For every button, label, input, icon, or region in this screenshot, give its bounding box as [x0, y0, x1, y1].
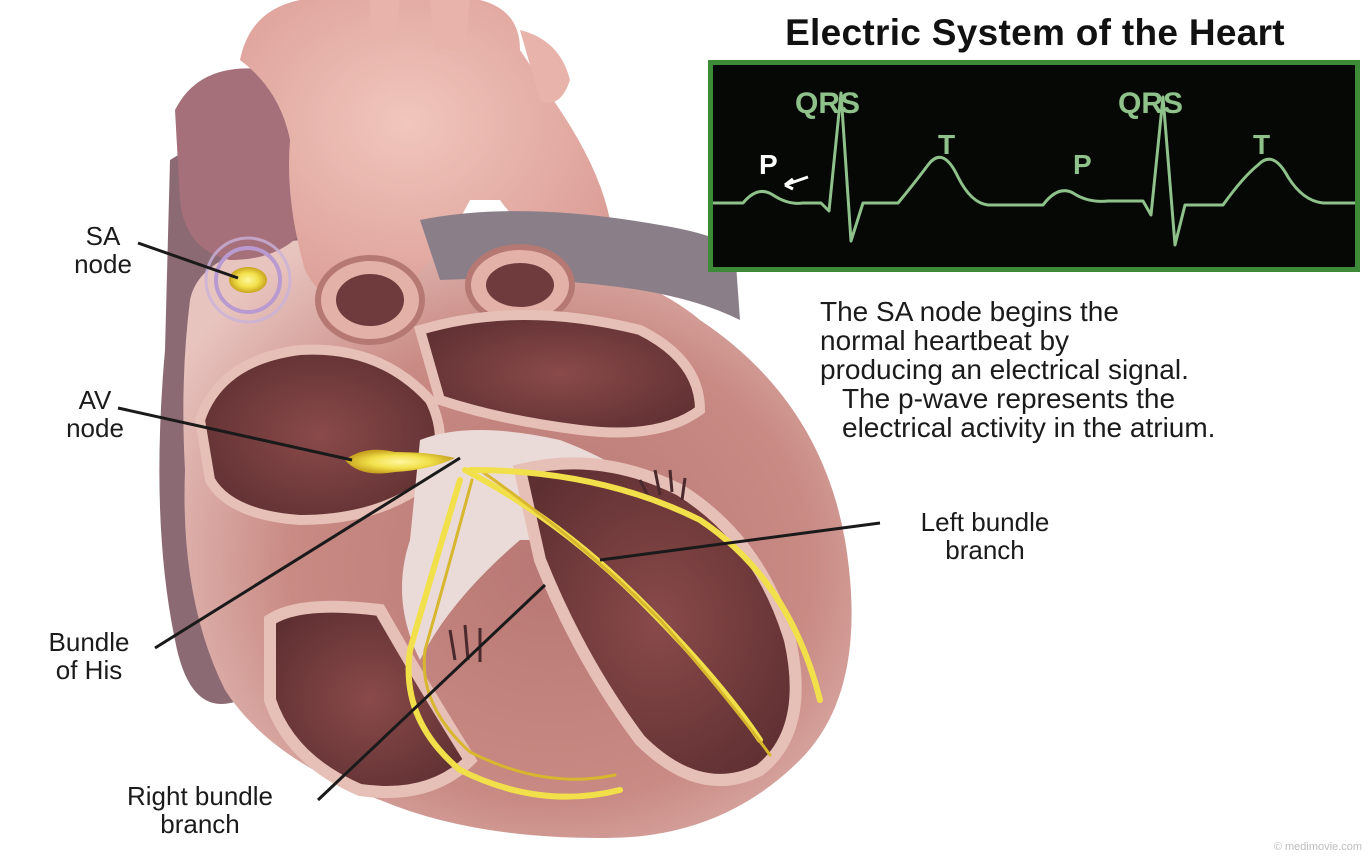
label-sa-node-line1: SA — [48, 222, 158, 250]
label-left-bundle-branch-line2: branch — [880, 536, 1090, 564]
ecg-qrs-label-2: QRS — [1118, 87, 1183, 121]
page-title: Electric System of the Heart — [700, 12, 1370, 54]
description-line-2: normal heartbeat by — [820, 326, 1365, 355]
label-av-node: AV node — [40, 386, 150, 442]
description-line-4: The p-wave represents the — [820, 384, 1365, 413]
aortic-arch-branch-2 — [430, 0, 470, 50]
label-bundle-of-his-line2: of His — [14, 656, 164, 684]
label-bundle-of-his-line1: Bundle — [14, 628, 164, 656]
description-text: The SA node begins the normal heartbeat … — [820, 297, 1365, 442]
label-right-bundle-branch-line2: branch — [80, 810, 320, 838]
label-right-bundle-branch-line1: Right bundle — [80, 782, 320, 810]
label-av-node-line2: node — [40, 414, 150, 442]
description-line-5: electrical activity in the atrium. — [820, 413, 1365, 442]
credit-watermark: © medimovie.com — [1274, 841, 1362, 853]
ecg-p-label-2: P — [1073, 149, 1092, 181]
ecg-t-label-1: T — [938, 129, 955, 161]
label-right-bundle-branch: Right bundle branch — [80, 782, 320, 838]
description-line-3: producing an electrical signal. — [820, 355, 1365, 384]
sa-node — [229, 267, 267, 293]
aortic-arch-branch-1 — [370, 0, 400, 40]
ecg-t-label-2: T — [1253, 129, 1270, 161]
label-left-bundle-branch-line1: Left bundle — [880, 508, 1090, 536]
ecg-p-label-1: P — [759, 149, 778, 181]
label-av-node-line1: AV — [40, 386, 150, 414]
p-wave-arrow-icon — [785, 177, 808, 189]
ecg-panel: QRS QRS P T P T — [708, 60, 1360, 272]
description-line-1: The SA node begins the — [820, 297, 1365, 326]
ecg-qrs-label-1: QRS — [795, 87, 860, 121]
label-sa-node: SA node — [48, 222, 158, 278]
label-sa-node-line2: node — [48, 250, 158, 278]
label-bundle-of-his: Bundle of His — [14, 628, 164, 684]
label-left-bundle-branch: Left bundle branch — [880, 508, 1090, 564]
